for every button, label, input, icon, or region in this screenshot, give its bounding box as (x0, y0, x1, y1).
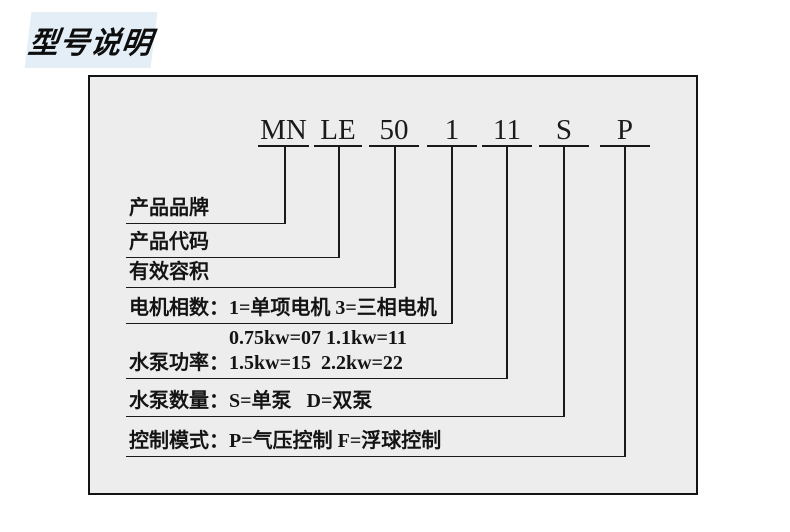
connector-line-volume (394, 147, 396, 288)
connector-line-control-mode (624, 147, 626, 457)
row-options: P=气压控制 F=浮球控制 (229, 430, 442, 452)
spec-row-motor-phase: 电机相数：1=单项电机 3=三相电机 (126, 292, 452, 324)
spec-row-brand: 产品品牌 (126, 192, 285, 224)
row-options: 1=单项电机 3=三相电机 (229, 297, 437, 319)
code-text: MN (260, 114, 307, 146)
code-segment-control-mode: P (600, 113, 650, 147)
spec-row-pump-power: 水泵功率： 0.75kw=07 1.1kw=11 1.5kw=15 2.2kw=… (126, 317, 507, 379)
spec-row-volume: 有效容积 (126, 256, 395, 288)
code-text: LE (320, 114, 356, 146)
model-code-diagram: MN LE 50 1 11 S P 产品品牌 产 (88, 75, 698, 495)
row-label: 产品代码 (129, 231, 209, 253)
code-segment-volume: 50 (369, 113, 419, 147)
connector-line-brand (284, 147, 286, 224)
code-segment-product-code: LE (314, 113, 362, 147)
code-text: 50 (379, 114, 409, 146)
row-options-line1: 0.75kw=07 1.1kw=11 (229, 327, 407, 349)
code-segment-pump-power: 11 (482, 113, 532, 147)
row-label: 产品品牌 (129, 197, 209, 219)
code-segment-pump-count: S (539, 113, 589, 147)
section-title-badge: 型号说明 (24, 12, 158, 68)
row-label: 水泵数量： (129, 390, 229, 412)
row-label: 电机相数： (129, 297, 229, 319)
row-label: 控制模式： (129, 430, 229, 452)
row-options-line2: 1.5kw=15 2.2kw=22 (229, 352, 403, 374)
code-text: P (616, 114, 634, 146)
code-text: 11 (493, 114, 521, 146)
spec-row-control-mode: 控制模式：P=气压控制 F=浮球控制 (126, 425, 624, 457)
code-text: 1 (444, 114, 460, 146)
connector-line-pump-count (563, 147, 565, 417)
connector-line-motor-phase (451, 147, 453, 324)
code-segment-motor-phase: 1 (427, 113, 477, 147)
connector-line-pump-power (506, 147, 508, 379)
row-options-group: 0.75kw=07 1.1kw=11 1.5kw=15 2.2kw=22 (229, 326, 407, 376)
row-label: 水泵功率： (129, 352, 229, 374)
spec-row-product-code: 产品代码 (126, 226, 339, 258)
code-segment-brand: MN (258, 113, 309, 147)
row-options: S=单泵 D=双泵 (229, 390, 373, 412)
code-text: S (555, 114, 573, 146)
spec-row-pump-count: 水泵数量：S=单泵 D=双泵 (126, 385, 564, 417)
row-label: 有效容积 (129, 261, 209, 283)
section-title: 型号说明 (26, 27, 155, 60)
connector-line-product-code (338, 147, 340, 258)
